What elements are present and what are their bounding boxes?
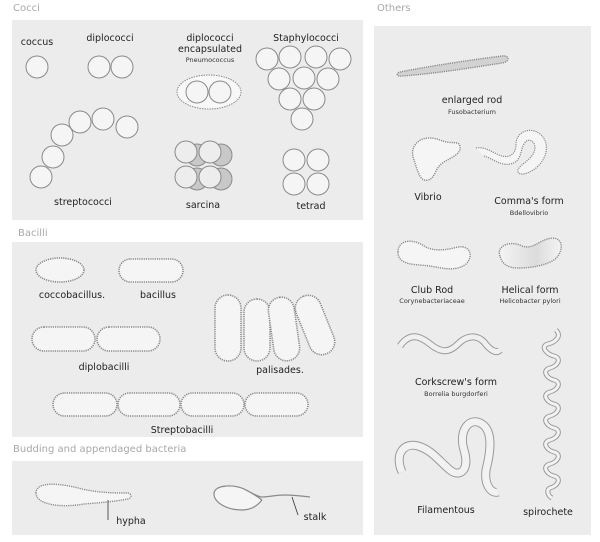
label-bdellovibrio: Bdellovibrio bbox=[509, 209, 549, 217]
label-bacillus: bacillus bbox=[140, 290, 176, 301]
label-tetrad: tetrad bbox=[296, 201, 326, 212]
diplococci-encapsulated-shape bbox=[176, 74, 242, 110]
label-diplococci-enc2: encapsulated bbox=[178, 44, 242, 55]
label-borrelia: Borrelia burgdorferi bbox=[424, 390, 488, 398]
label-spirochete: spirochete bbox=[523, 507, 573, 518]
filamentous-shape bbox=[394, 417, 500, 497]
vibrio-shape bbox=[411, 137, 461, 181]
label-corkscrew: Corkscrew's form bbox=[414, 377, 498, 388]
label-coccus: coccus bbox=[20, 37, 54, 48]
club-rod-shape bbox=[397, 240, 471, 270]
palisades-shape bbox=[214, 294, 336, 362]
enlarged-rod-shape bbox=[396, 55, 509, 77]
label-streptococci: streptococci bbox=[54, 197, 112, 208]
spirochete-shape bbox=[541, 328, 561, 501]
streptobacilli-shape bbox=[52, 392, 309, 417]
label-helicobacter: Helicobacter pylori bbox=[499, 297, 561, 305]
label-vibrio: Vibrio bbox=[414, 192, 442, 203]
label-diplococci: diplococci bbox=[86, 33, 134, 44]
staphylococci-shape bbox=[255, 45, 352, 131]
label-hypha: hypha bbox=[116, 516, 146, 527]
stalk-shape bbox=[213, 485, 311, 511]
streptococci-shape bbox=[29, 107, 139, 189]
corkscrew-shape bbox=[397, 333, 503, 356]
sarcina-shape bbox=[174, 140, 233, 191]
label-staphylococci: Staphylococci bbox=[273, 33, 339, 44]
tetrad-shape bbox=[282, 148, 330, 196]
label-enlarged-rod: enlarged rod bbox=[441, 95, 503, 106]
coccus-shape bbox=[25, 55, 49, 79]
label-diplococci-enc: diplococci bbox=[186, 33, 234, 44]
diplobacilli-shape bbox=[31, 326, 161, 352]
label-commas-form: Comma's form bbox=[494, 196, 564, 207]
label-club-rod: Club Rod bbox=[410, 285, 454, 296]
diplococci-shape bbox=[87, 55, 134, 79]
label-palisades: palisades. bbox=[256, 365, 304, 376]
label-fusobacterium: Fusobacterium bbox=[447, 108, 497, 116]
label-streptobacilli: Streptobacilli bbox=[150, 425, 214, 436]
stalk-pointer bbox=[291, 496, 299, 516]
section-title-bacilli: Bacilli bbox=[18, 228, 48, 239]
label-stalk: stalk bbox=[303, 512, 327, 523]
section-title-others: Others bbox=[377, 3, 411, 14]
label-diplobacilli: diplobacilli bbox=[78, 362, 130, 373]
section-title-budding: Budding and appendaged bacteria bbox=[13, 444, 187, 455]
label-helical-form: Helical form bbox=[501, 285, 559, 296]
commas-form-shape bbox=[475, 129, 547, 175]
label-pneumococcus: Pneumococcus bbox=[185, 56, 235, 64]
label-filamentous: Filamentous bbox=[417, 505, 475, 516]
bacillus-shape bbox=[118, 258, 184, 283]
coccobacillus-shape bbox=[35, 257, 85, 283]
hypha-shape bbox=[35, 483, 132, 507]
helical-form-shape bbox=[498, 237, 562, 269]
section-title-cocci: Cocci bbox=[13, 3, 40, 14]
label-sarcina: sarcina bbox=[185, 200, 221, 211]
label-coccobacillus: coccobacillus. bbox=[38, 290, 106, 301]
label-corynebacteriaceae: Corynebacteriaceae bbox=[399, 297, 465, 305]
